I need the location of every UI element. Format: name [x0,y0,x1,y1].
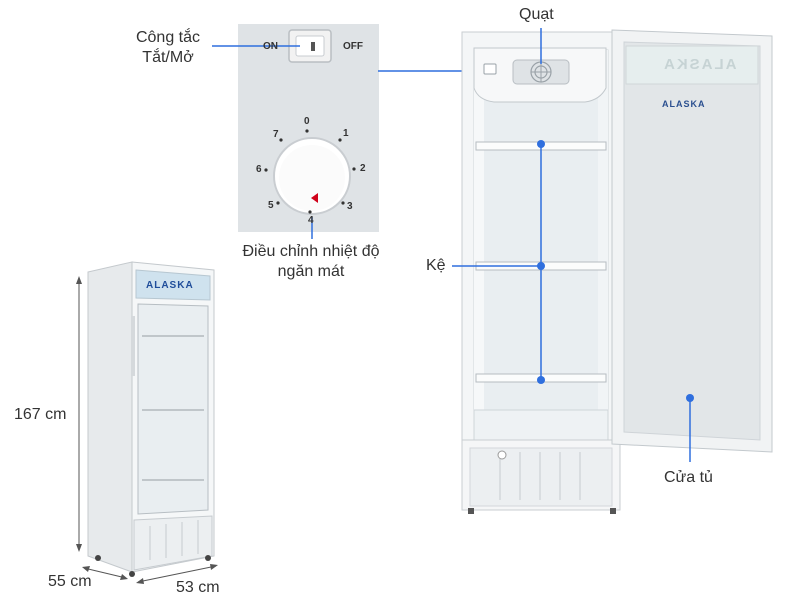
switch-off-text: OFF [343,41,363,52]
shelf-marker-1 [537,140,545,148]
dial-number-1: 1 [343,128,349,139]
switch-label-line1: Công tắc [135,29,201,46]
fan-label: Quạt [519,6,554,23]
switch-on-text: ON [263,41,278,52]
width-dimension-line [137,565,217,583]
dial-number-0: 0 [304,116,310,127]
thermostat-label-line1: Điều chỉnh nhiệt độ [242,243,380,260]
depth-dimension-label: 55 cm [48,573,92,590]
small-fridge-sign-text: ALASKA [146,280,194,291]
depth-dimension-line [83,567,127,579]
door-top-sign [625,45,759,85]
dial-number-3: 3 [347,201,353,212]
dial-pointer-icon [311,193,318,203]
height-dimension-label: 167 cm [14,406,67,423]
switch-label-line2: Tắt/Mở [142,49,194,66]
width-dimension-label: 53 cm [176,579,220,596]
shelf-marker-3 [537,376,545,384]
thermostat-label-line2: ngăn mát [277,263,345,280]
door-top-sign-text: ALASKA [662,56,737,73]
dial-number-7: 7 [273,129,279,140]
shelf-label: Kệ [426,257,446,274]
shelf-marker-2 [537,262,545,270]
dial-number-4: 4 [308,215,314,226]
door-label: Cửa tủ [664,469,713,486]
dial-number-2: 2 [360,163,366,174]
door-marker [686,394,694,402]
door-brand-logo: ALASKA [662,99,706,109]
thermostat-label: Điều chỉnh nhiệt độ ngăn mát [226,242,396,282]
switch-label: Công tắc Tắt/Mở [118,28,218,68]
dial-number-5: 5 [268,200,274,211]
dial-number-6: 6 [256,164,262,175]
